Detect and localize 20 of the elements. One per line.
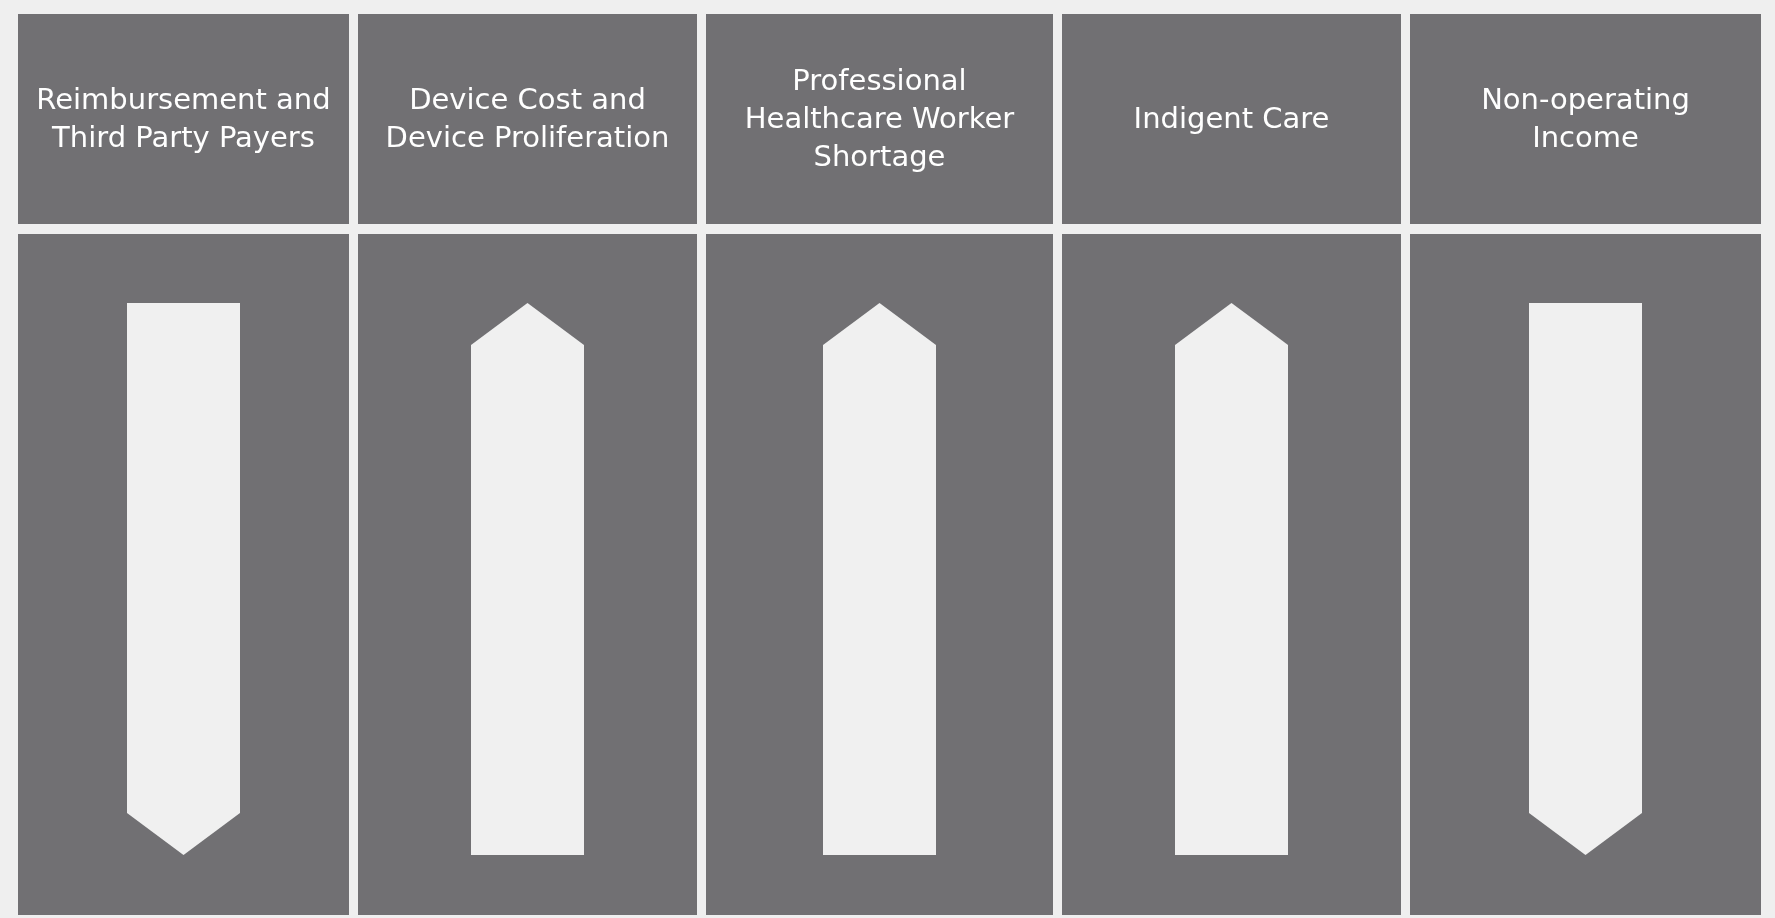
column-panel bbox=[706, 234, 1053, 915]
header-box bbox=[1410, 14, 1761, 224]
column-panel bbox=[358, 234, 697, 915]
column-panel bbox=[1410, 234, 1761, 915]
header-box bbox=[358, 14, 697, 224]
column-heading: Indigent Care bbox=[1133, 100, 1330, 138]
column-heading: Device Cost and Device Proliferation bbox=[384, 81, 671, 156]
header-box bbox=[1062, 14, 1401, 224]
column-heading: Professional Healthcare Worker Shortage bbox=[743, 62, 1016, 175]
column-panel bbox=[1062, 234, 1401, 915]
header-box bbox=[706, 14, 1053, 224]
column-heading: Non-operating Income bbox=[1480, 81, 1691, 156]
up-arrow bbox=[471, 303, 584, 855]
up-arrow bbox=[823, 303, 936, 855]
column-heading: Reimbursement and Third Party Payers bbox=[35, 81, 332, 156]
column-panel bbox=[18, 234, 349, 915]
up-arrow bbox=[1175, 303, 1288, 855]
header-box bbox=[18, 14, 349, 224]
down-arrow bbox=[1529, 303, 1642, 855]
down-arrow bbox=[127, 303, 240, 855]
